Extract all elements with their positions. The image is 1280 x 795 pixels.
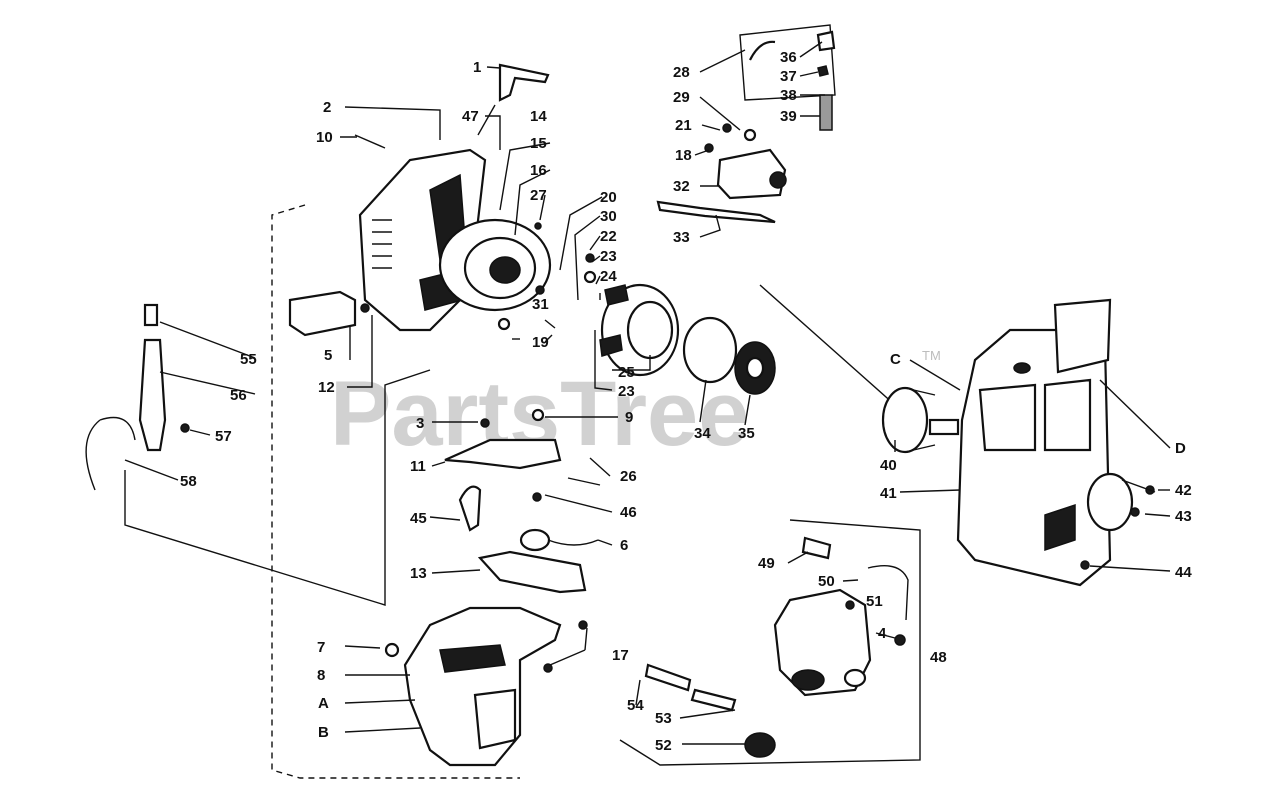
callout-3: 3 bbox=[416, 415, 424, 432]
callout-C: C bbox=[890, 351, 901, 368]
fuel-tube bbox=[644, 663, 692, 692]
callout-45: 45 bbox=[410, 510, 427, 527]
callout-1: 1 bbox=[473, 59, 481, 76]
callout-55: 55 bbox=[240, 351, 257, 368]
fuel-tank bbox=[773, 588, 872, 697]
throttle-trigger bbox=[444, 438, 562, 470]
drive-housing bbox=[956, 328, 1134, 587]
decal-panel bbox=[1053, 298, 1112, 374]
callout-23b: 23 bbox=[618, 383, 635, 400]
callout-labels: 1 2 3 4 5 6 7 8 9 10 11 12 13 14 15 16 1… bbox=[180, 49, 1192, 754]
callout-56: 56 bbox=[230, 387, 247, 404]
callout-8: 8 bbox=[317, 667, 325, 684]
callout-6: 6 bbox=[620, 537, 628, 554]
callout-35: 35 bbox=[738, 425, 755, 442]
callout-30: 30 bbox=[600, 208, 617, 225]
clutch bbox=[734, 341, 776, 395]
callout-4: 4 bbox=[878, 625, 887, 642]
ignition-module bbox=[716, 148, 787, 200]
callout-57: 57 bbox=[215, 428, 232, 445]
callout-10: 10 bbox=[316, 129, 333, 146]
callout-47: 47 bbox=[462, 108, 479, 125]
clutch-drum bbox=[881, 386, 960, 454]
callout-23a: 23 bbox=[600, 248, 617, 265]
callout-19: 19 bbox=[532, 334, 549, 351]
callout-D: D bbox=[1175, 440, 1186, 457]
shaft-axis-line bbox=[759, 284, 896, 406]
callout-33: 33 bbox=[673, 229, 690, 246]
callout-53: 53 bbox=[655, 710, 672, 727]
callout-9: 9 bbox=[625, 409, 633, 426]
callout-31: 31 bbox=[532, 296, 549, 313]
callout-2: 2 bbox=[323, 99, 331, 116]
ignition-switch bbox=[519, 528, 599, 552]
callout-17: 17 bbox=[612, 647, 629, 664]
callout-5: 5 bbox=[324, 347, 332, 364]
fuel-filter bbox=[801, 536, 832, 560]
callout-25: 25 bbox=[618, 364, 635, 381]
callout-52: 52 bbox=[655, 737, 672, 754]
fuel-tank-bracket bbox=[619, 519, 921, 766]
air-filter bbox=[288, 290, 357, 337]
callout-7: 7 bbox=[317, 639, 325, 656]
spark-plug-wire bbox=[739, 24, 836, 131]
fuel-line-bracket bbox=[124, 369, 431, 606]
callout-44: 44 bbox=[1175, 564, 1192, 581]
callout-39: 39 bbox=[780, 108, 797, 125]
callout-24: 24 bbox=[600, 268, 617, 285]
washer bbox=[682, 316, 738, 384]
callout-13: 13 bbox=[410, 565, 427, 582]
recoil-starter bbox=[438, 218, 552, 312]
throttle-cable bbox=[458, 485, 482, 532]
fasteners bbox=[180, 123, 1156, 673]
callout-37: 37 bbox=[780, 68, 797, 85]
callout-27: 27 bbox=[530, 187, 547, 204]
watermark-trademark: TM bbox=[922, 348, 941, 363]
callout-12: 12 bbox=[318, 379, 335, 396]
callout-41: 41 bbox=[880, 485, 897, 502]
callout-21: 21 bbox=[675, 117, 692, 134]
callout-28: 28 bbox=[673, 64, 690, 81]
callout-50: 50 bbox=[818, 573, 835, 590]
callout-18: 18 bbox=[675, 147, 692, 164]
callout-54: 54 bbox=[627, 697, 644, 714]
callout-40: 40 bbox=[880, 457, 897, 474]
callout-48: 48 bbox=[930, 649, 947, 666]
callout-A: A bbox=[318, 695, 329, 712]
callout-22: 22 bbox=[600, 228, 617, 245]
callout-15: 15 bbox=[530, 135, 547, 152]
callout-29: 29 bbox=[673, 89, 690, 106]
callout-14: 14 bbox=[530, 108, 547, 125]
callout-43: 43 bbox=[1175, 508, 1192, 525]
callout-34: 34 bbox=[694, 425, 711, 442]
fuel-cap bbox=[744, 732, 776, 758]
trigger-lockout bbox=[477, 550, 587, 594]
flywheel bbox=[599, 283, 680, 377]
starter-handle bbox=[477, 63, 550, 136]
engine-assembly-boundary bbox=[271, 204, 520, 779]
callout-46: 46 bbox=[620, 504, 637, 521]
callout-B: B bbox=[318, 724, 329, 741]
fuel-line-assembly bbox=[85, 303, 167, 491]
callout-42: 42 bbox=[1175, 482, 1192, 499]
callout-58: 58 bbox=[180, 473, 197, 490]
callout-51: 51 bbox=[866, 593, 883, 610]
callout-16: 16 bbox=[530, 162, 547, 179]
callout-49: 49 bbox=[758, 555, 775, 572]
callout-20: 20 bbox=[600, 189, 617, 206]
fuel-return-line bbox=[867, 565, 909, 621]
callout-38: 38 bbox=[780, 87, 797, 104]
callout-26: 26 bbox=[620, 468, 637, 485]
leader-lines bbox=[124, 41, 1171, 745]
handle-assembly bbox=[403, 606, 562, 767]
callout-32: 32 bbox=[673, 178, 690, 195]
callout-11: 11 bbox=[410, 458, 426, 475]
fuel-pickup bbox=[690, 688, 737, 712]
callout-36: 36 bbox=[780, 49, 797, 66]
stop-switch-bar bbox=[656, 200, 776, 224]
